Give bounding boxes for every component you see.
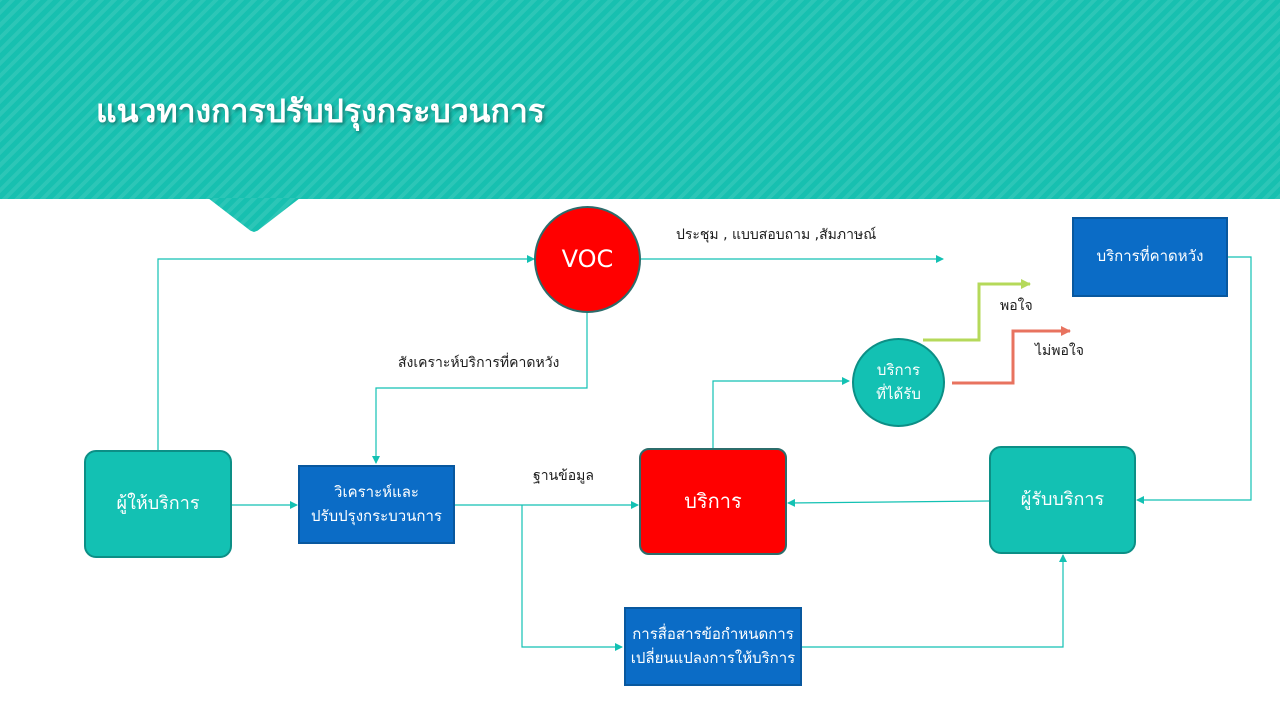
synthesize-label: สังเคราะห์บริการที่คาดหวัง bbox=[398, 355, 560, 371]
connector-provider-to-voc bbox=[157, 255, 535, 450]
voc-node: VOC bbox=[534, 206, 641, 313]
connector-receiver-to-service bbox=[787, 498, 990, 507]
connector-service-to-received bbox=[712, 377, 850, 448]
received-label-line1: บริการ bbox=[876, 361, 921, 380]
communicate-label-line1: การสื่อสารข้อกำหนดการ bbox=[632, 625, 794, 644]
service-node: บริการ bbox=[639, 448, 787, 555]
connector-communicate-to-receiver bbox=[801, 554, 1067, 648]
voc-methods-label: ประชุม , แบบสอบถาม ,สัมภาษณ์ bbox=[676, 227, 877, 243]
communicate-label-line2: เปลี่ยนแปลงการให้บริการ bbox=[630, 648, 796, 667]
arrow-satisfied bbox=[923, 279, 1031, 342]
voc-label: VOC bbox=[561, 244, 614, 273]
receiver-label: ผู้รับบริการ bbox=[1020, 489, 1105, 511]
received-service-node: บริการ ที่ได้รับ bbox=[852, 338, 945, 427]
communicate-node: การสื่อสารข้อกำหนดการ เปลี่ยนแปลงการให้บ… bbox=[624, 607, 802, 686]
expected-label: บริการที่คาดหวัง bbox=[1096, 247, 1204, 266]
receiver-node: ผู้รับบริการ bbox=[989, 446, 1136, 554]
connector-analyze-to-communicate bbox=[521, 505, 623, 651]
unsatisfied-label: ไม่พอใจ bbox=[1035, 343, 1084, 359]
satisfied-label: พอใจ bbox=[1000, 298, 1033, 314]
header-banner bbox=[0, 0, 1280, 199]
provider-label: ผู้ให้บริการ bbox=[116, 493, 200, 515]
arrow-unsatisfied bbox=[952, 326, 1071, 385]
analyze-label-line2: ปรับปรุงกระบวนการ bbox=[311, 506, 442, 525]
page-title: แนวทางการปรับปรุงกระบวนการ bbox=[96, 92, 546, 130]
connector-expected-to-receiver bbox=[1136, 256, 1252, 504]
connector-voc-to-analyze bbox=[372, 312, 588, 464]
expected-service-node: บริการที่คาดหวัง bbox=[1072, 217, 1228, 297]
service-label: บริการ bbox=[684, 489, 742, 513]
database-label: ฐานข้อมูล bbox=[533, 468, 594, 484]
analyze-node: วิเคราะห์และ ปรับปรุงกระบวนการ bbox=[298, 465, 455, 544]
received-label-line2: ที่ได้รับ bbox=[876, 384, 921, 403]
analyze-label-line1: วิเคราะห์และ bbox=[334, 483, 419, 502]
provider-node: ผู้ให้บริการ bbox=[84, 450, 232, 558]
